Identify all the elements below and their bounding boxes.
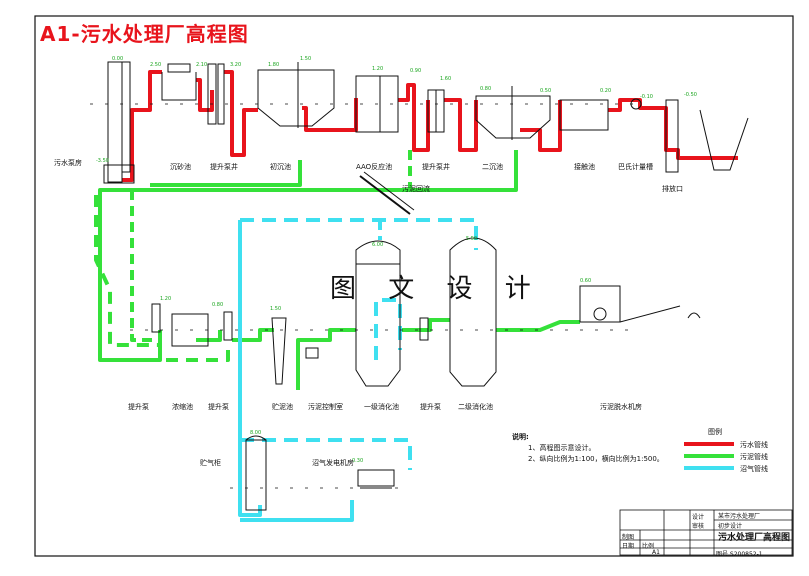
tb-col-c: 制图 [622, 534, 635, 541]
tb-col-b: 审核 [692, 523, 705, 530]
label-secondary-digester: 二级消化池 [458, 403, 493, 411]
title-block [619, 509, 793, 556]
label-aao-tank: AAO反应池 [356, 163, 393, 171]
label-gas-holder: 贮气柜 [200, 459, 221, 467]
label-sludge-pump-2: 提升泵 [208, 403, 229, 411]
label-sludge-return: 污泥回流 [402, 185, 430, 193]
svg-text:1.20: 1.20 [160, 296, 171, 302]
svg-text:0.60: 0.60 [580, 278, 591, 284]
elevation-marks: 0.00 2.50 2.10 3.20 1.80 1.50 1.20 0.90 1.60 0… [96, 56, 697, 464]
svg-text:0.80: 0.80 [480, 86, 491, 92]
label-storage: 贮泥池 [272, 403, 293, 411]
svg-text:2.50: 2.50 [150, 62, 161, 68]
svg-text:-0.10: -0.10 [640, 94, 653, 100]
label-dewatering: 污泥脱水机房 [600, 403, 642, 411]
svg-text:-0.50: -0.50 [684, 92, 697, 98]
structures [103, 61, 749, 511]
drawing-title: A1-污水处理厂高程图 [40, 22, 249, 46]
legend-gas-label: 沼气管线 [740, 465, 768, 473]
label-primary-digester: 一级消化池 [364, 403, 399, 411]
label-sludge-pump-1: 提升泵 [128, 403, 149, 411]
label-thickener: 浓缩池 [172, 403, 193, 411]
watermark-text: 图 文 设 计 [330, 274, 543, 304]
svg-text:1.50: 1.50 [270, 306, 281, 312]
svg-text:1.20: 1.20 [372, 66, 383, 72]
svg-text:-3.50: -3.50 [96, 158, 109, 164]
tb-sheet-title: 污水处理厂高程图 [718, 533, 791, 543]
label-outfall: 排放口 [662, 185, 683, 193]
svg-text:0.90: 0.90 [410, 68, 421, 74]
svg-text:2.10: 2.10 [196, 62, 207, 68]
tb-org-line2: 初步设计 [718, 523, 743, 530]
legend-swatches [684, 442, 734, 470]
inlet-well-shape [107, 61, 123, 183]
label-inlet-well: 污水泵房 [54, 159, 82, 167]
label-pump-3: 提升泵 [420, 403, 441, 411]
label-sludge-control: 污泥控制室 [308, 403, 343, 411]
notes-line-1: 1、高程图示意设计。 [528, 444, 596, 452]
legend-sewage-label: 污水管线 [740, 441, 768, 449]
label-contact-tank: 接触池 [574, 163, 595, 171]
notes-line-2: 2、纵向比例为1:100，横向比例为1:500。 [528, 455, 664, 463]
tb-drawing-no: 图号 S200852-1 [716, 551, 763, 558]
label-primary-pump: 提升泵井 [210, 163, 238, 171]
tb-scale-value: A1 [652, 549, 660, 556]
svg-text:0.00: 0.00 [112, 56, 123, 62]
svg-text:1.50: 1.50 [300, 56, 311, 62]
notes-heading: 说明: [512, 433, 529, 441]
svg-text:0.20: 0.20 [600, 88, 611, 94]
tb-org-line1: 某市污水处理厂 [718, 513, 761, 520]
svg-text:1.60: 1.60 [440, 76, 451, 82]
legend-sludge-label: 污泥管线 [740, 453, 768, 461]
svg-text:8.00: 8.00 [250, 430, 261, 436]
ground-lines [90, 103, 640, 489]
svg-text:3.20: 3.20 [230, 62, 241, 68]
label-secondary-clarifier: 二沉池 [482, 163, 503, 171]
sludge-line [94, 150, 580, 390]
drawing-border [34, 15, 794, 557]
svg-text:0.80: 0.80 [212, 302, 223, 308]
svg-text:0.30: 0.30 [352, 458, 363, 464]
label-secondary-pump: 提升泵井 [422, 163, 450, 171]
label-gas-boiler: 沼气发电机房 [312, 459, 354, 467]
svg-text:0.50: 0.50 [540, 88, 551, 94]
svg-text:6.00: 6.00 [372, 242, 383, 248]
notes-block: 说明: 1、高程图示意设计。 2、纵向比例为1:100，横向比例为1:500。 [512, 432, 664, 465]
tb-col-d: 日期 [622, 543, 635, 550]
legend-heading: 图例 [708, 428, 722, 436]
label-flow-meter: 巴氏计量槽 [618, 163, 653, 171]
tb-col-a: 设计 [692, 514, 705, 521]
label-primary-clarifier: 初沉池 [270, 163, 291, 171]
svg-text:1.80: 1.80 [268, 62, 279, 68]
label-grit-chamber: 沉砂池 [170, 163, 191, 171]
tb-scale-label: 比例 [642, 543, 655, 550]
svg-text:5.50: 5.50 [466, 236, 477, 242]
